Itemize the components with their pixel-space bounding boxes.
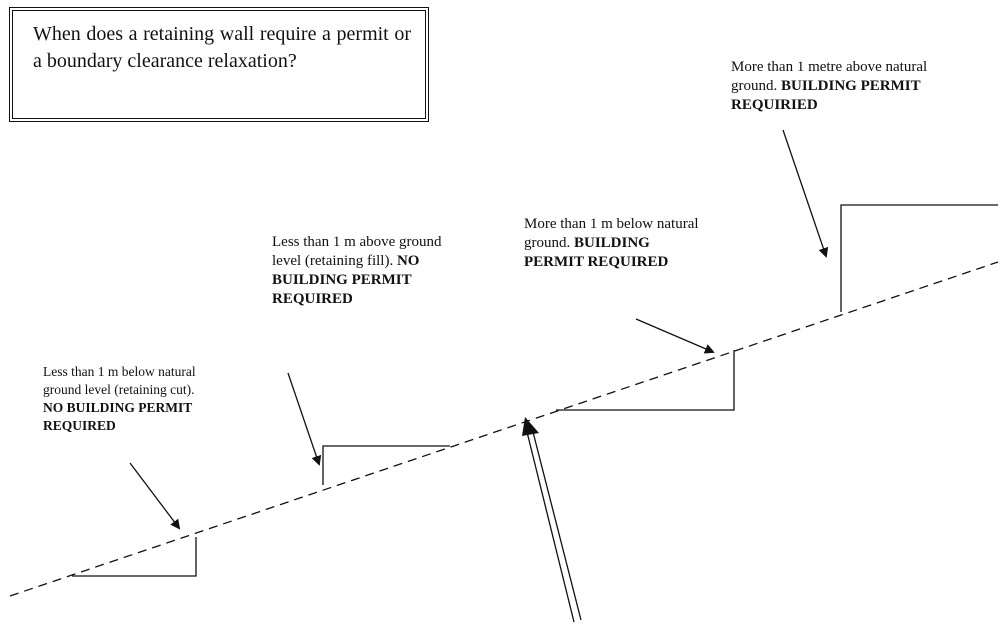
wall-fill-large <box>840 204 998 312</box>
arrow-fill-large <box>782 129 829 258</box>
label-cut-below: Less than 1 m below natural ground level… <box>43 363 213 435</box>
double-arrow-left-line <box>526 431 575 623</box>
label-cut-more-verdict: BUILDING PERMIT REQUIRED <box>524 235 669 270</box>
double-arrow-head <box>522 417 539 436</box>
label-cut-below-verdict: NO BUILDING PERMIT REQUIRED <box>43 400 193 433</box>
label-fill-more-text: More than 1 metre above natural ground. <box>731 59 928 94</box>
label-fill-above-text: Less than 1 m above ground level (retain… <box>272 234 442 269</box>
label-fill-above-verdict: NO BUILDING PERMIT REQUIRED <box>272 253 420 307</box>
label-fill-more: More than 1 metre above natural ground. … <box>731 58 945 115</box>
title-box: When does a retaining wall require a per… <box>9 7 429 122</box>
label-fill-above: Less than 1 m above ground level (retain… <box>272 233 444 309</box>
double-arrow-right-line <box>532 431 582 621</box>
label-cut-more: More than 1 m below natural ground. BUIL… <box>524 215 702 272</box>
label-cut-more-text: More than 1 m below natural ground. <box>524 216 699 251</box>
natural-ground-line <box>9 261 999 597</box>
label-fill-more-verdict: BUILDING PERMIT REQUIRIED <box>731 78 921 113</box>
arrow-fill-small <box>287 372 322 466</box>
label-cut-below-text: Less than 1 m below natural ground level… <box>43 364 196 397</box>
wall-cut-small <box>72 537 197 577</box>
wall-cut-large <box>556 350 735 411</box>
arrow-cut-small <box>129 462 181 530</box>
diagram-title: When does a retaining wall require a per… <box>33 23 411 72</box>
wall-fill-small <box>322 445 450 485</box>
arrow-cut-large <box>635 318 715 354</box>
